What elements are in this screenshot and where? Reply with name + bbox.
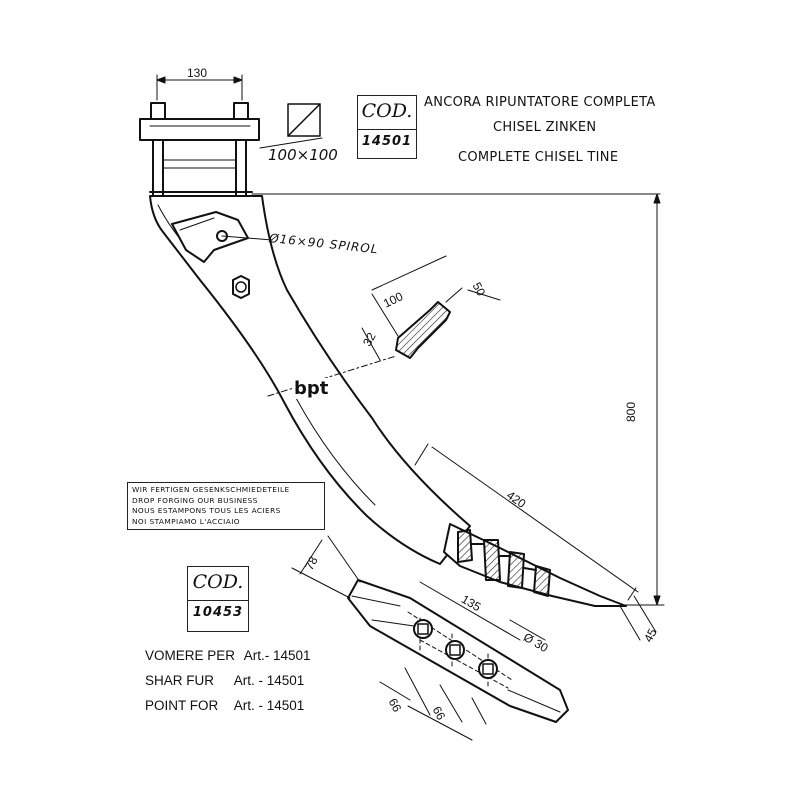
tine-cross-section — [267, 255, 501, 397]
share-for-label: VOMERE PER — [145, 648, 236, 663]
code-label: COD. — [192, 571, 244, 593]
title-english: COMPLETE CHISEL TINE — [458, 150, 619, 165]
u-bolt-clamp — [139, 102, 661, 197]
share-for-line: VOMERE PER Art.- 14501 — [145, 648, 311, 663]
slogan-line: NOI STAMPIAMO L'ACCIAIO — [132, 516, 241, 526]
slogan-box: WIR FERTIGEN GESENKSCHMIEDETEILE DROP FO… — [127, 482, 325, 530]
title-italian: ANCORA RIPUNTATORE COMPLETA — [424, 95, 656, 110]
clamp-width-dimension — [156, 74, 243, 101]
share-hole-2-icon — [445, 640, 465, 660]
share-for-line: SHAR FUR Art. - 14501 — [145, 673, 304, 688]
brand-logo: bpt — [292, 378, 331, 399]
code-label: COD. — [361, 100, 413, 122]
code-number: 10453 — [192, 605, 244, 620]
title-german: CHISEL ZINKEN — [493, 120, 597, 135]
slogan-line: NOUS ESTAMPONS TOUS LES ACIERS — [132, 506, 281, 515]
pivot-bolt-icon — [232, 275, 250, 299]
share-dimension-lines — [291, 535, 546, 741]
slogan-line: WIR FERTIGEN GESENKSCHMIEDETEILE — [132, 485, 290, 494]
mounted-share — [443, 523, 657, 641]
share-length-dimension — [414, 443, 639, 601]
dim-height: 800 — [624, 401, 638, 422]
share-hole-1-icon — [413, 619, 433, 639]
share-for-article: Art. - 14501 — [233, 698, 305, 713]
share-for-label: POINT FOR — [145, 698, 219, 713]
code-number: 14501 — [361, 134, 413, 149]
share-for-article: Art. - 14501 — [233, 673, 305, 688]
code-box-share: COD. 10453 — [187, 566, 249, 632]
code-box-main: COD. 14501 — [357, 95, 417, 159]
share-for-label: SHAR FUR — [145, 673, 215, 688]
share-hole-3-icon — [478, 659, 498, 679]
share-for-line: POINT FOR Art. - 14501 — [145, 698, 304, 713]
dim-beam-section: 100×100 — [268, 146, 338, 164]
slogan-line: DROP FORGING OUR BUSINESS — [132, 495, 258, 505]
height-dimension — [599, 193, 665, 606]
dim-clamp-width: 130 — [187, 66, 208, 80]
square-section-icon — [259, 103, 323, 149]
share-for-article: Art.- 14501 — [243, 648, 311, 663]
spirol-pin — [216, 230, 273, 242]
